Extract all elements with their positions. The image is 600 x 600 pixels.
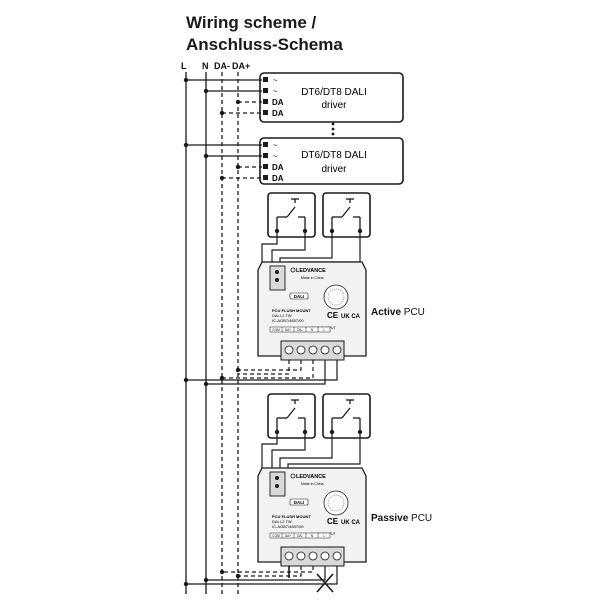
driver-1-terminal-1: ~ <box>273 76 278 85</box>
pcu-term-da-plus-active: DA+ <box>285 328 291 332</box>
pcu-term-da-plus-passive: DA+ <box>285 534 291 538</box>
active-pcu-label: Active PCU <box>371 307 425 318</box>
pcu-term-n-passive: N <box>311 534 314 538</box>
pcu-brand-active: LEDVANCE <box>296 268 326 274</box>
pcu-code-passive: IC-AOB7/4857/00 <box>272 524 304 529</box>
pcu-ce-active: CE <box>327 311 339 320</box>
driver-2-name: DT6/DT8 DALI <box>301 150 367 161</box>
driver-2-type: driver <box>321 164 347 175</box>
pcu-product-passive: PCU FLUSH MOUNT <box>272 514 311 519</box>
passive-pcu-label-bold: Passive <box>371 513 409 524</box>
passive-pcu-label: Passive PCU <box>371 513 432 524</box>
switch-active-1 <box>267 192 316 238</box>
driver-1-type: driver <box>321 100 347 111</box>
pcu-model-active: DALI-2 TW <box>272 313 292 318</box>
pcu-module-active: LEDVANCE Made in China DALI PCU FLUSH MO… <box>257 261 367 361</box>
pcu-ukca-passive: UK CA <box>341 520 361 526</box>
driver-2-terminal-1: ~ <box>273 141 278 150</box>
pcu-term-n-active: N <box>311 328 314 332</box>
continuation-dots <box>331 122 335 136</box>
pcu-made-in-passive: Made in China <box>301 482 324 486</box>
passive-pcu-label-rest: PCU <box>408 513 433 524</box>
driver-1-terminal-3: DA <box>272 98 284 107</box>
pcu-term-da-minus-active: DA- <box>297 328 303 332</box>
driver-2-terminal-2: ~ <box>273 152 278 161</box>
pcu-product-active: PCU FLUSH MOUNT <box>272 308 311 313</box>
driver-2: ~ ~ DA DA DT6/DT8 DALI driver <box>183 137 404 185</box>
pcu-term-com-passive: COM <box>272 534 280 538</box>
driver-box <box>259 137 404 185</box>
bus-label-da-minus: DA- <box>214 61 230 71</box>
pcu-term-l-passive: L <box>323 534 325 538</box>
driver-2-terminal-3: DA <box>272 163 284 172</box>
active-pcu-label-rest: PCU <box>401 307 425 318</box>
driver-1-terminal-4: DA <box>272 109 284 118</box>
not-connected-mark <box>288 566 334 593</box>
pcu-made-in-active: Made in China <box>301 276 324 280</box>
driver-1-terminal-2: ~ <box>273 87 278 96</box>
pcu-model-passive: DALI-2 TW <box>272 519 292 524</box>
switch-passive-2 <box>322 393 371 439</box>
driver-box <box>259 72 404 123</box>
pcu-code-active: IC-AOB7/4857/00 <box>272 318 304 323</box>
pcu-term-com-active: COM <box>272 328 280 332</box>
active-pcu-label-bold: Active <box>371 307 402 318</box>
pcu-brand-passive: LEDVANCE <box>296 474 326 480</box>
bus-label-n: N <box>202 61 209 71</box>
pcu-term-da-minus-passive: DA- <box>297 534 303 538</box>
driver-1: ~ ~ DA DA DT6/DT8 DALI driver <box>183 72 404 123</box>
bus-label-l: L <box>181 61 187 71</box>
pcu-dali-badge-passive: DALI <box>294 500 305 505</box>
pcu-term-l-active: L <box>323 328 325 332</box>
pcu-ukca-active: UK CA <box>341 314 361 320</box>
switch-passive-1 <box>267 393 316 439</box>
title-line-1: Wiring scheme / <box>186 13 317 32</box>
bus-label-da-plus: DA+ <box>232 61 251 71</box>
driver-2-terminal-4: DA <box>272 174 284 183</box>
driver-1-name: DT6/DT8 DALI <box>301 87 367 98</box>
title-line-2: Anschluss-Schema <box>186 35 343 54</box>
pcu-dali-badge-active: DALI <box>294 294 305 299</box>
pcu-ce-passive: CE <box>327 517 339 526</box>
bus-lines <box>185 72 239 594</box>
pcu-module-passive: LEDVANCE Made in China DALI PCU FLUSH MO… <box>257 467 367 567</box>
switch-active-2 <box>322 192 371 238</box>
